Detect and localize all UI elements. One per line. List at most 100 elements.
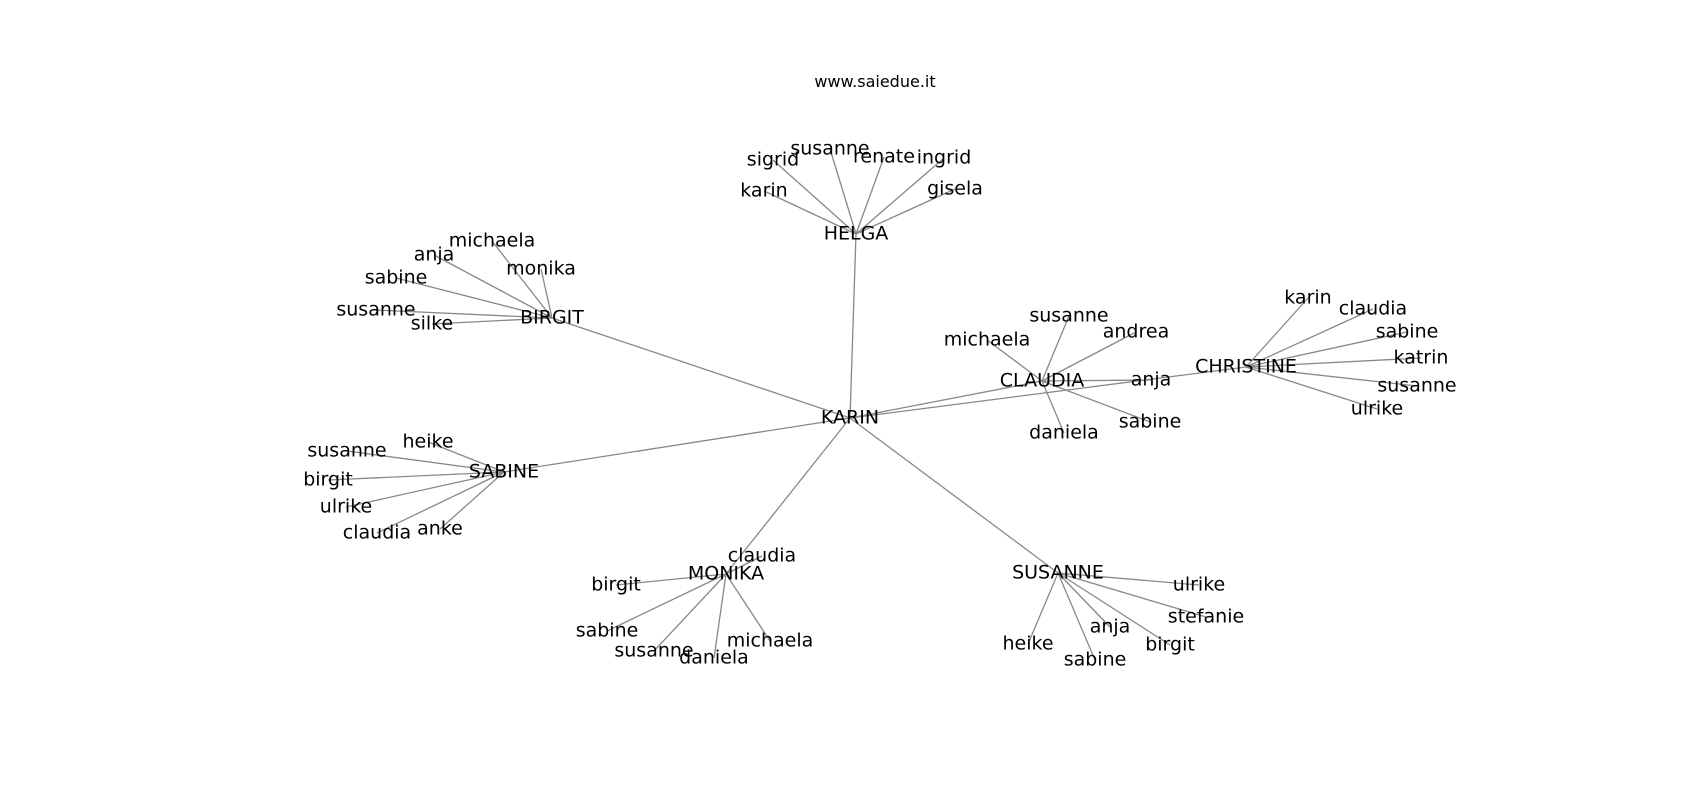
edge-susanne-stefanie (1057, 572, 1207, 618)
edge-christine-susanne (1245, 366, 1418, 387)
leaf-node-birgit-michaela: michaela (449, 230, 536, 252)
leaf-node-susanne-ulrike: ulrike (1173, 574, 1225, 596)
leaf-node-claudia-susanne: susanne (1029, 305, 1108, 327)
edge-helga-sigrid (772, 159, 857, 235)
edge-sabine-susanne (346, 450, 505, 473)
edge-monika-sabine (606, 573, 727, 632)
edge-birgit-silke (431, 317, 553, 325)
edge-susanne-sabine (1057, 572, 1096, 661)
leaf-node-birgit-sabine: sabine (365, 267, 428, 289)
edge-claudia-sabine (1041, 380, 1151, 423)
edge-sabine-claudia (376, 471, 505, 534)
edge-helga-gisela (855, 188, 956, 235)
edge-monika-michaela (725, 573, 771, 642)
edge-susanne-ulrike (1057, 572, 1200, 586)
edge-karin-monika (725, 417, 851, 575)
edge-claudia-susanne (1041, 315, 1070, 382)
leaf-node-sabine-susanne: susanne (307, 440, 386, 462)
leaf-node-birgit-anja: anja (414, 244, 455, 266)
edge-christine-ulrike (1245, 366, 1378, 410)
leaf-node-sabine-ulrike: ulrike (320, 496, 372, 518)
leaf-node-christine-susanne: susanne (1377, 375, 1456, 397)
edge-helga-susanne (829, 148, 857, 235)
leaf-node-claudia-michaela: michaela (944, 329, 1031, 351)
edge-birgit-sabine (395, 277, 553, 319)
leaf-node-monika-claudia: claudia (728, 545, 796, 567)
edge-monika-claudia (725, 555, 763, 575)
edge-sabine-anke (439, 471, 505, 530)
edge-claudia-michaela (986, 339, 1043, 382)
edge-christine-karin (1245, 297, 1309, 368)
edge-karin-helga (849, 233, 857, 419)
edge-karin-christine (849, 366, 1247, 419)
leaf-node-helga-karin: karin (740, 180, 787, 202)
hub-node-birgit: BIRGIT (520, 307, 584, 329)
hub-node-sabine: SABINE (469, 461, 539, 483)
leaf-node-monika-birgit: birgit (591, 574, 641, 596)
edge-karin-birgit (551, 317, 851, 419)
edge-sabine-birgit (327, 471, 505, 481)
edge-monika-daniela (713, 573, 727, 659)
edge-helga-renate (855, 156, 885, 235)
edge-birgit-monika (540, 268, 553, 319)
leaf-node-sabine-birgit: birgit (303, 469, 353, 491)
leaf-node-christine-claudia: claudia (1339, 298, 1407, 320)
leaf-node-susanne-stefanie: stefanie (1168, 606, 1244, 628)
edge-sabine-heike (427, 441, 505, 473)
leaf-node-monika-daniela: daniela (679, 647, 749, 669)
edge-claudia-daniela (1041, 380, 1065, 434)
leaf-node-christine-sabine: sabine (1376, 321, 1439, 343)
leaf-node-claudia-andrea: andrea (1103, 321, 1169, 343)
leaf-node-sabine-claudia: claudia (343, 522, 411, 544)
edges-layer (327, 148, 1422, 661)
leaf-node-helga-susanne: susanne (790, 138, 869, 160)
edge-karin-sabine (503, 417, 851, 473)
leaf-node-birgit-silke: silke (411, 313, 453, 335)
leaf-node-christine-ulrike: ulrike (1351, 398, 1403, 420)
leaf-node-susanne-anja: anja (1090, 616, 1131, 638)
edge-karin-susanne (849, 417, 1059, 574)
hub-node-monika: MONIKA (688, 563, 764, 585)
edge-birgit-susanne (375, 309, 553, 319)
leaf-node-claudia-sabine: sabine (1119, 411, 1182, 433)
hub-node-karin: KARIN (821, 407, 879, 429)
leaf-node-birgit-susanne: susanne (336, 299, 415, 321)
edge-susanne-birgit (1057, 572, 1171, 646)
leaf-node-susanne-sabine: sabine (1064, 649, 1127, 671)
leaf-node-claudia-anja: anja (1131, 369, 1172, 391)
edge-sabine-ulrike (345, 471, 505, 508)
leaf-node-helga-sigrid: sigrid (747, 149, 799, 171)
leaf-node-birgit-monika: monika (506, 258, 576, 280)
hub-node-helga: HELGA (824, 223, 889, 245)
leaf-node-helga-ingrid: ingrid (917, 147, 972, 169)
edge-monika-birgit (615, 573, 727, 586)
edge-birgit-michaela (491, 240, 553, 319)
hub-node-claudia: CLAUDIA (1000, 370, 1084, 392)
edge-karin-claudia (849, 380, 1043, 419)
edge-monika-susanne (653, 573, 727, 652)
leaf-node-sabine-anke: anke (417, 518, 463, 540)
edge-susanne-anja (1057, 572, 1111, 628)
edge-helga-karin (763, 190, 857, 235)
leaf-node-monika-susanne: susanne (614, 640, 693, 662)
leaf-node-monika-michaela: michaela (727, 630, 814, 652)
leaf-node-christine-katrin: katrin (1394, 347, 1449, 369)
leaf-node-claudia-daniela: daniela (1029, 422, 1099, 444)
edge-christine-katrin (1245, 357, 1422, 368)
leaf-node-susanne-birgit: birgit (1145, 634, 1195, 656)
edge-christine-sabine (1245, 331, 1408, 368)
leaf-node-helga-renate: renate (853, 146, 915, 168)
leaf-node-christine-karin: karin (1284, 287, 1331, 309)
edge-birgit-anja (433, 254, 553, 319)
leaf-node-helga-gisela: gisela (927, 178, 983, 200)
edge-helga-ingrid (855, 157, 945, 235)
leaf-node-monika-sabine: sabine (576, 620, 639, 642)
edge-claudia-anja (1041, 379, 1152, 382)
page-title: www.saiedue.it (814, 72, 936, 91)
edge-christine-claudia (1245, 308, 1374, 368)
leaf-node-sabine-heike: heike (402, 431, 453, 453)
edge-claudia-andrea (1041, 331, 1137, 382)
leaf-node-susanne-heike: heike (1002, 633, 1053, 655)
